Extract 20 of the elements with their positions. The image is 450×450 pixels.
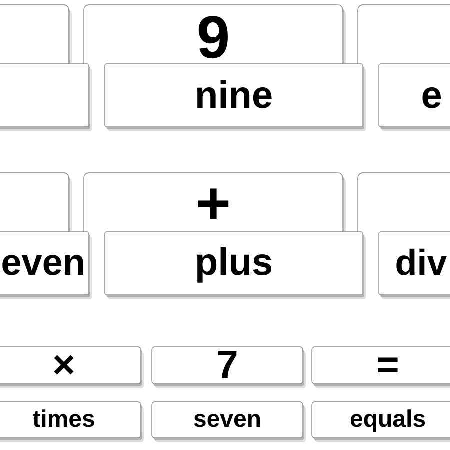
card: = [312, 346, 450, 388]
blank-card [0, 172, 72, 232]
blank-card [358, 172, 450, 232]
card: div [378, 232, 450, 300]
card: 9 [84, 4, 346, 64]
blank-card [0, 4, 72, 64]
card: e [378, 64, 450, 132]
card: seven [152, 402, 306, 442]
blank-card [0, 64, 92, 132]
node-label: 9 [198, 16, 228, 59]
node-label: + [198, 188, 229, 220]
card: nine [104, 64, 366, 132]
blank-card [358, 4, 450, 64]
card: even [0, 232, 92, 300]
card: equals [312, 402, 450, 442]
card: times [0, 402, 144, 442]
card: plus [104, 232, 366, 300]
card: + [84, 172, 346, 232]
card: × [0, 346, 144, 388]
card: 7 [152, 346, 306, 388]
